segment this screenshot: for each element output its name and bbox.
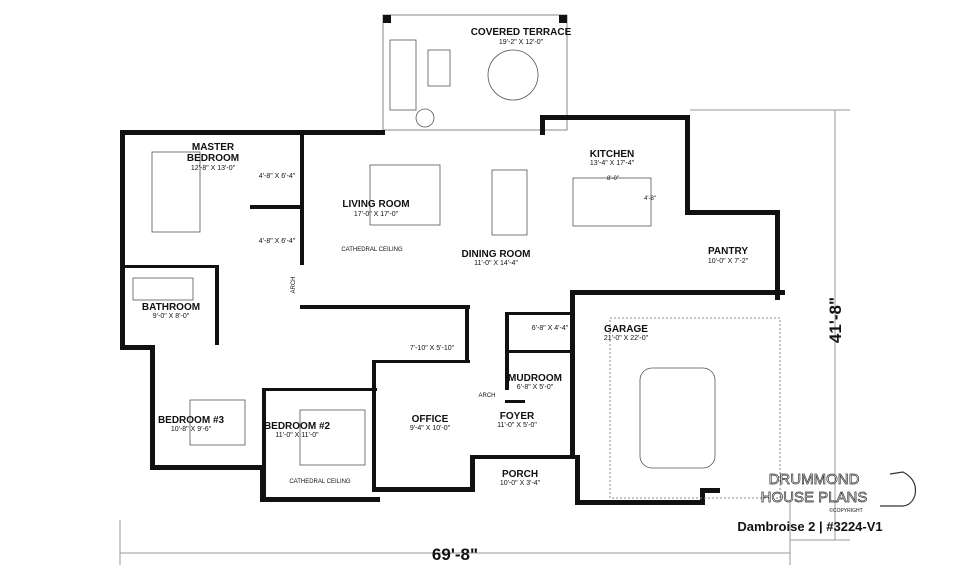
covered-terrace-label: COVERED TERRACE xyxy=(471,27,572,38)
dining-room-label: DINING ROOM xyxy=(462,249,531,260)
garage-label: GARAGE xyxy=(604,324,648,335)
garage-dims: 21'-0" X 22'-0" xyxy=(604,335,649,342)
drummond-logo: DRUMMOND HOUSE PLANS ©COPYRIGHT Dambrois… xyxy=(737,471,917,534)
logo-line-2: HOUSE PLANS xyxy=(761,489,868,506)
bedroom-2-dims: 11'-0" X 11'-0" xyxy=(275,432,319,439)
mudroom-label: MUDROOM xyxy=(508,373,562,384)
bathroom-label: BATHROOM xyxy=(142,302,200,313)
porch-label: PORCH xyxy=(502,469,538,480)
laundry-dims: 7'-10" X 5'-10" xyxy=(410,345,455,352)
foyer-label: FOYER xyxy=(500,411,535,422)
walk-in-1-dims: 4'-8" X 6'-4" xyxy=(259,173,296,180)
covered-terrace xyxy=(382,14,568,131)
dimension-lines xyxy=(119,109,850,565)
pantry-label: PANTRY xyxy=(708,246,748,257)
kitchen-label: KITCHEN xyxy=(590,149,634,160)
porch-dims: 10'-0" X 3'-4" xyxy=(500,480,541,487)
dining-room-dims: 11'-0" X 14'-4" xyxy=(474,260,518,267)
bedroom-3-dims: 10'-8" X 9'-6" xyxy=(171,426,212,433)
pantry-dims: 10'-0" X 7'-2" xyxy=(708,258,749,265)
foyer-dims: 11'-0" X 5'-0" xyxy=(497,422,537,429)
office-dims: 9'-4" X 10'-0" xyxy=(410,425,451,432)
car-icon xyxy=(639,367,716,469)
overall-depth: 41'-8" xyxy=(826,297,845,343)
living-room-dims: 17'-0" X 17'-0" xyxy=(354,211,399,218)
bedroom-2-note: CATHEDRAL CEILING xyxy=(289,479,351,485)
island-depth: 4'-8" xyxy=(644,196,656,202)
living-room-label: LIVING ROOM xyxy=(342,199,409,210)
bathroom-dims: 9'-0" X 8'-0" xyxy=(153,313,190,320)
arch-label-1: ARCH xyxy=(291,276,297,293)
master-bedroom-label-2: BEDROOM xyxy=(187,153,239,164)
kitchen-dims: 13'-4" X 17'-4" xyxy=(590,160,635,167)
powder-room-dims: 6'-8" X 4'-4" xyxy=(532,325,569,332)
master-bedroom-dims: 12'-8" X 13'-0" xyxy=(191,165,236,172)
plan-title: Dambroise 2 | #3224-V1 xyxy=(737,519,882,534)
copyright-label: ©COPYRIGHT xyxy=(829,507,862,514)
bathtub-icon xyxy=(132,277,194,301)
overall-width: 69'-8" xyxy=(432,545,478,564)
covered-terrace-dims: 19'-2" X 12'-0" xyxy=(499,39,544,46)
living-room-note: CATHEDRAL CEILING xyxy=(341,247,403,253)
bedroom-3-label: BEDROOM #3 xyxy=(158,415,225,426)
bedroom-2-label: BEDROOM #2 xyxy=(264,421,331,432)
interior-walls xyxy=(125,130,575,498)
arch-label-2: ARCH xyxy=(478,393,495,399)
walk-in-2-dims: 4'-8" X 6'-4" xyxy=(259,238,296,245)
logo-line-1: DRUMMOND xyxy=(769,471,860,488)
room-labels: COVERED TERRACE 19'-2" X 12'-0" MASTER B… xyxy=(142,27,749,487)
office-label: OFFICE xyxy=(412,414,449,425)
logo-mark-icon xyxy=(880,471,917,507)
island-width: 8'-0" xyxy=(607,176,619,182)
exterior-walls xyxy=(120,115,785,505)
master-bedroom-label: MASTER xyxy=(192,142,235,153)
mudroom-dims: 6'-8" X 5'-0" xyxy=(517,384,554,391)
furniture xyxy=(132,151,781,499)
